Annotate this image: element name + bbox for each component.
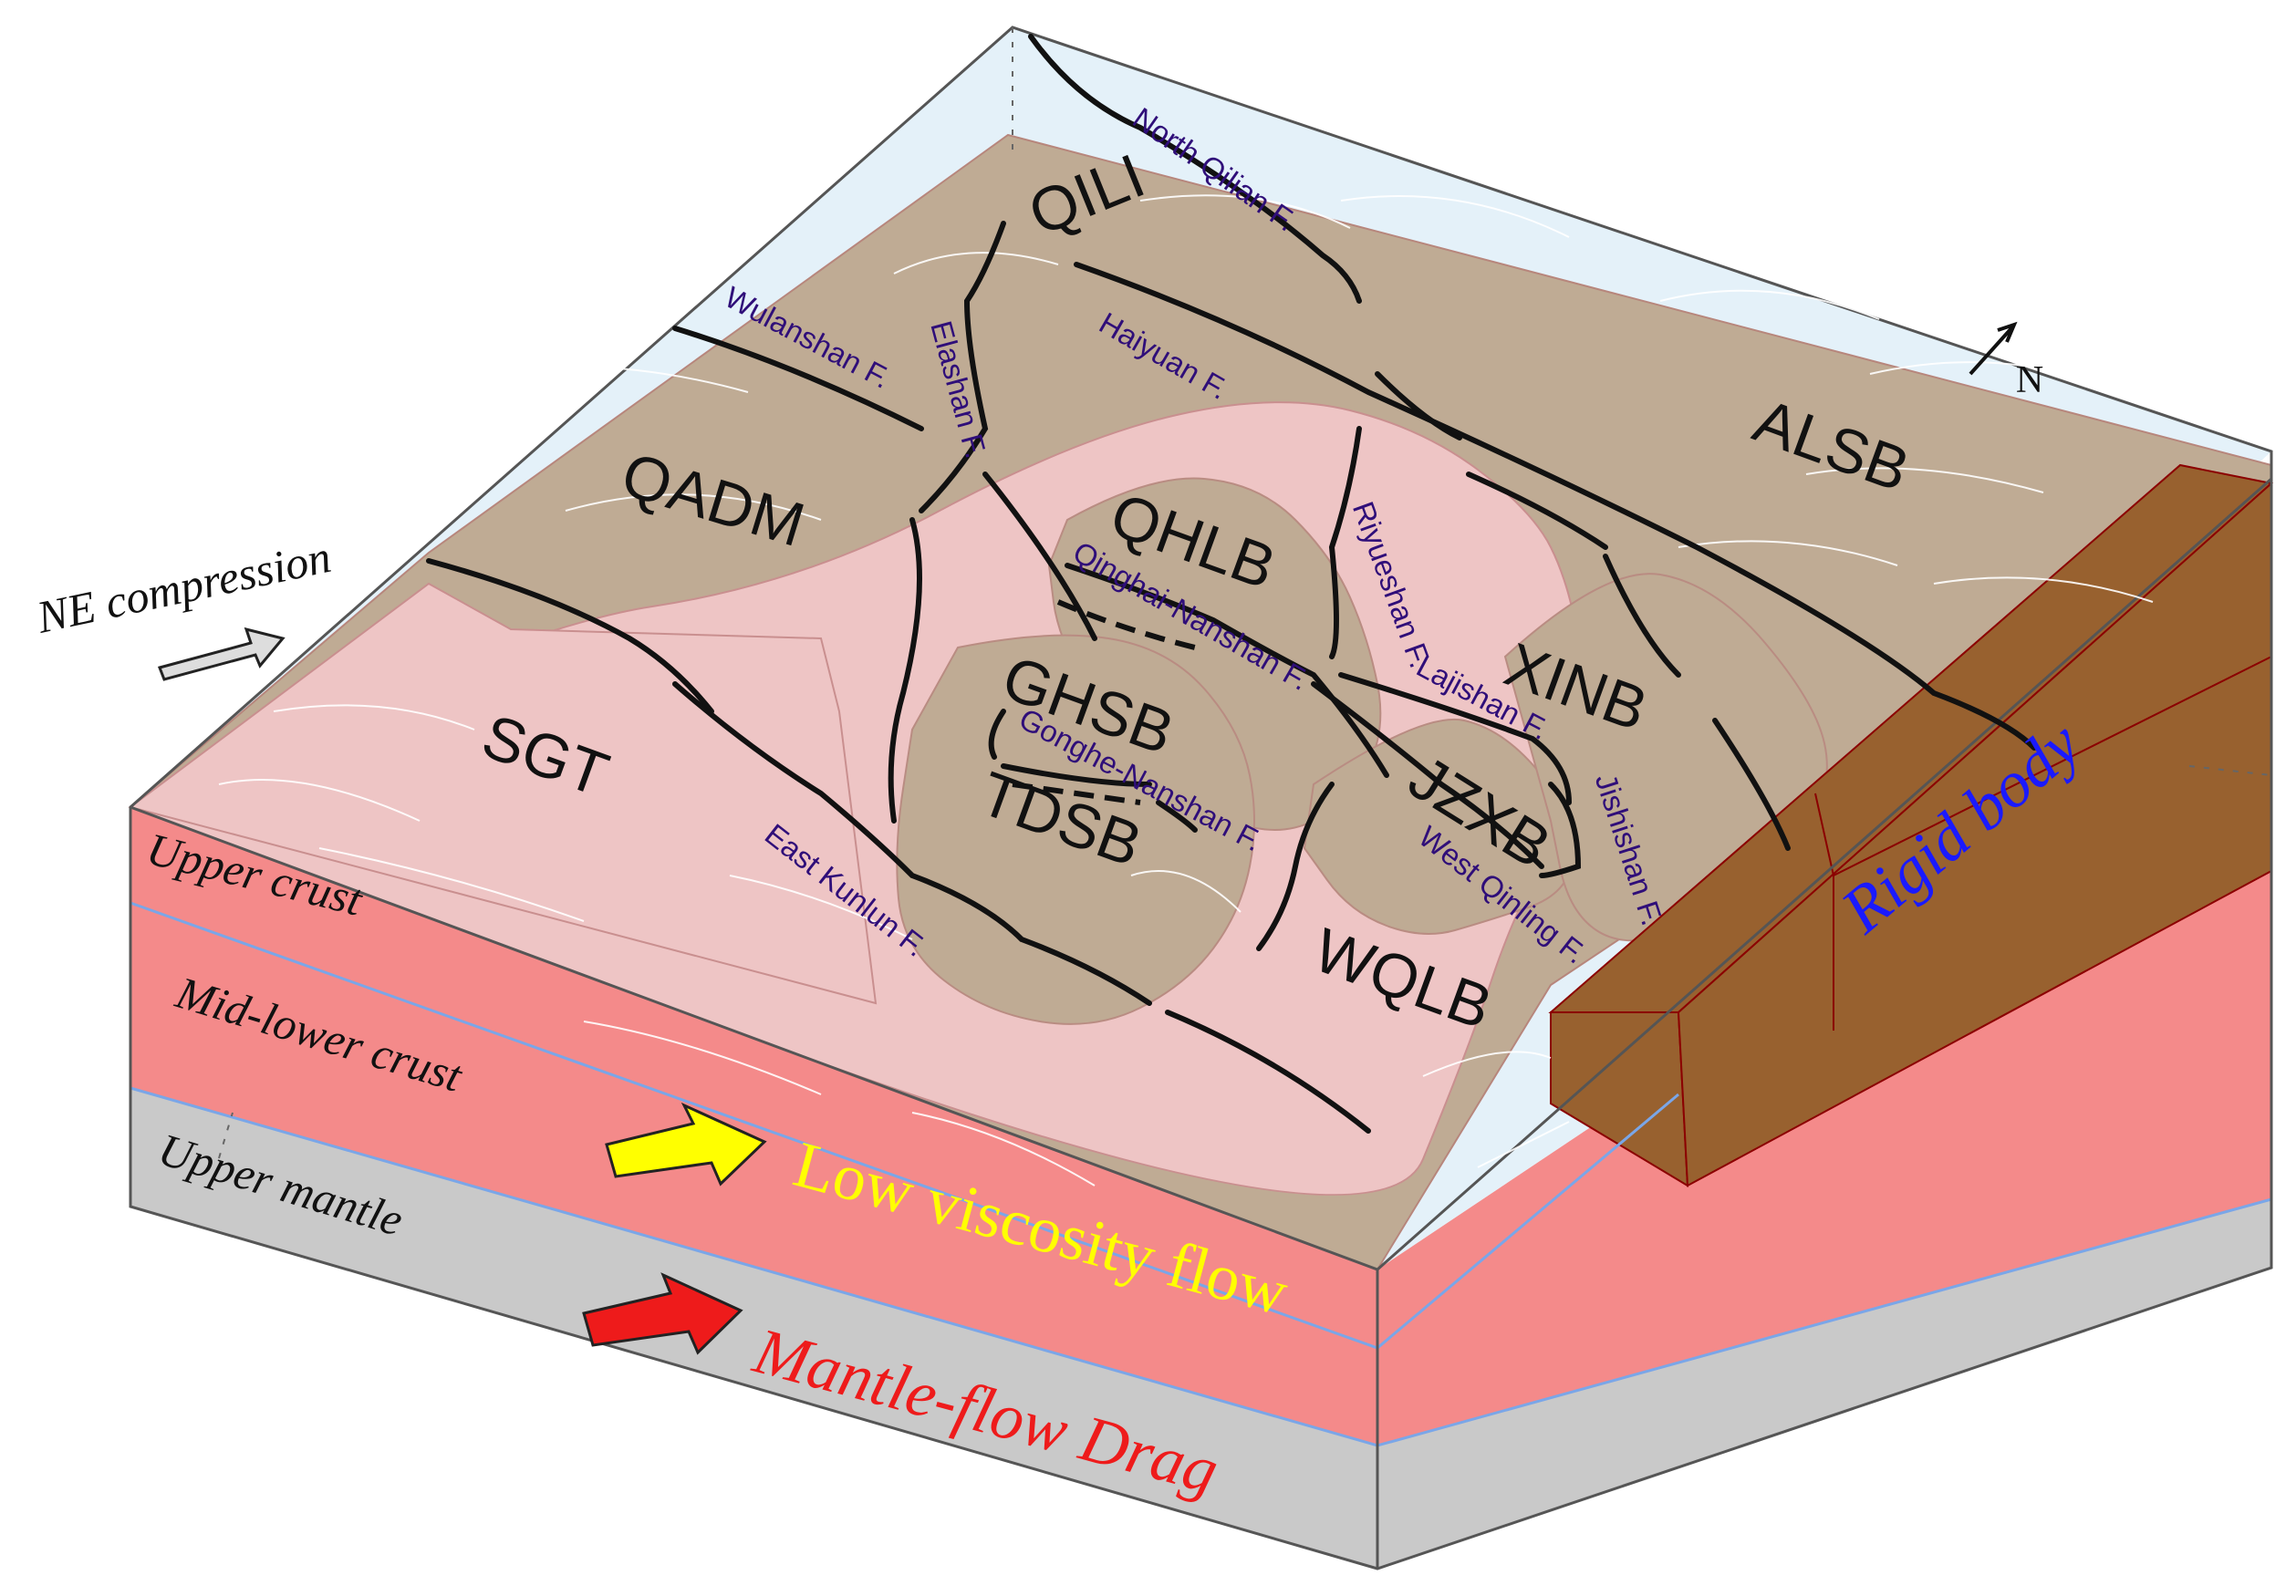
lineament	[565, 493, 822, 521]
fault-trace-dashed	[1056, 599, 1196, 650]
fault-trace	[1028, 34, 1362, 304]
fault-trace	[1338, 672, 1572, 805]
fault-trace	[1065, 563, 1389, 778]
fault-trace	[1165, 1010, 1371, 1134]
ghsb-tdsb-block	[896, 634, 1255, 1025]
fault-trace	[1539, 782, 1582, 878]
north-arrow	[1969, 321, 2018, 376]
ne-compression-arrow	[158, 627, 286, 681]
lineament	[273, 704, 475, 731]
fault-trace	[1311, 681, 1544, 869]
fault-trace	[1603, 554, 1681, 678]
fault-trace	[982, 472, 1097, 641]
fault-trace	[988, 709, 1006, 760]
fault-trace	[1466, 472, 1608, 550]
fault-trace	[1712, 718, 1791, 851]
fault-trace	[672, 326, 924, 431]
lineament	[1477, 1121, 1570, 1168]
lineament	[1422, 1051, 1552, 1077]
front-upper-crust	[130, 807, 1377, 1348]
lineament	[1340, 195, 1570, 238]
fault-trace	[1074, 262, 2037, 751]
fault-trace	[1001, 763, 1152, 787]
lineament	[1130, 870, 1242, 913]
low-viscosity-flow-arrow	[605, 1102, 767, 1187]
lineament	[1659, 289, 1880, 320]
lineament	[1678, 540, 1898, 566]
north-label: N	[2016, 359, 2043, 401]
lineament	[455, 366, 749, 393]
fault-trace	[1375, 371, 1462, 440]
mantle-flow-drag-arrow	[582, 1272, 743, 1355]
lineament	[893, 252, 1059, 275]
ne-compression-label: NE compression	[32, 531, 336, 643]
fault-trace	[919, 221, 1006, 513]
fault-trace-dashed	[1012, 782, 1141, 805]
fault-trace	[1256, 782, 1335, 951]
rigid-body-seam	[1814, 656, 2272, 1031]
hidden-edges	[218, 27, 2272, 1159]
lineament	[218, 779, 421, 822]
right-face-mantle	[1377, 1199, 2271, 1569]
fault-trace	[672, 681, 1152, 1006]
lineament	[1805, 467, 2044, 493]
lineament	[1933, 576, 2154, 603]
fault-trace	[426, 558, 714, 714]
lineament	[1869, 361, 2099, 384]
fault-trace	[1156, 800, 1198, 833]
lineament	[583, 1021, 822, 1095]
lineament	[318, 847, 585, 922]
lineament	[729, 875, 913, 940]
fault-trace	[1328, 426, 1362, 659]
lineament	[911, 1112, 1096, 1187]
fault-trace	[888, 517, 922, 824]
lineament	[428, 275, 694, 302]
front-mid-lower-crust	[130, 903, 1377, 1446]
front-upper-mantle	[130, 1088, 1377, 1569]
